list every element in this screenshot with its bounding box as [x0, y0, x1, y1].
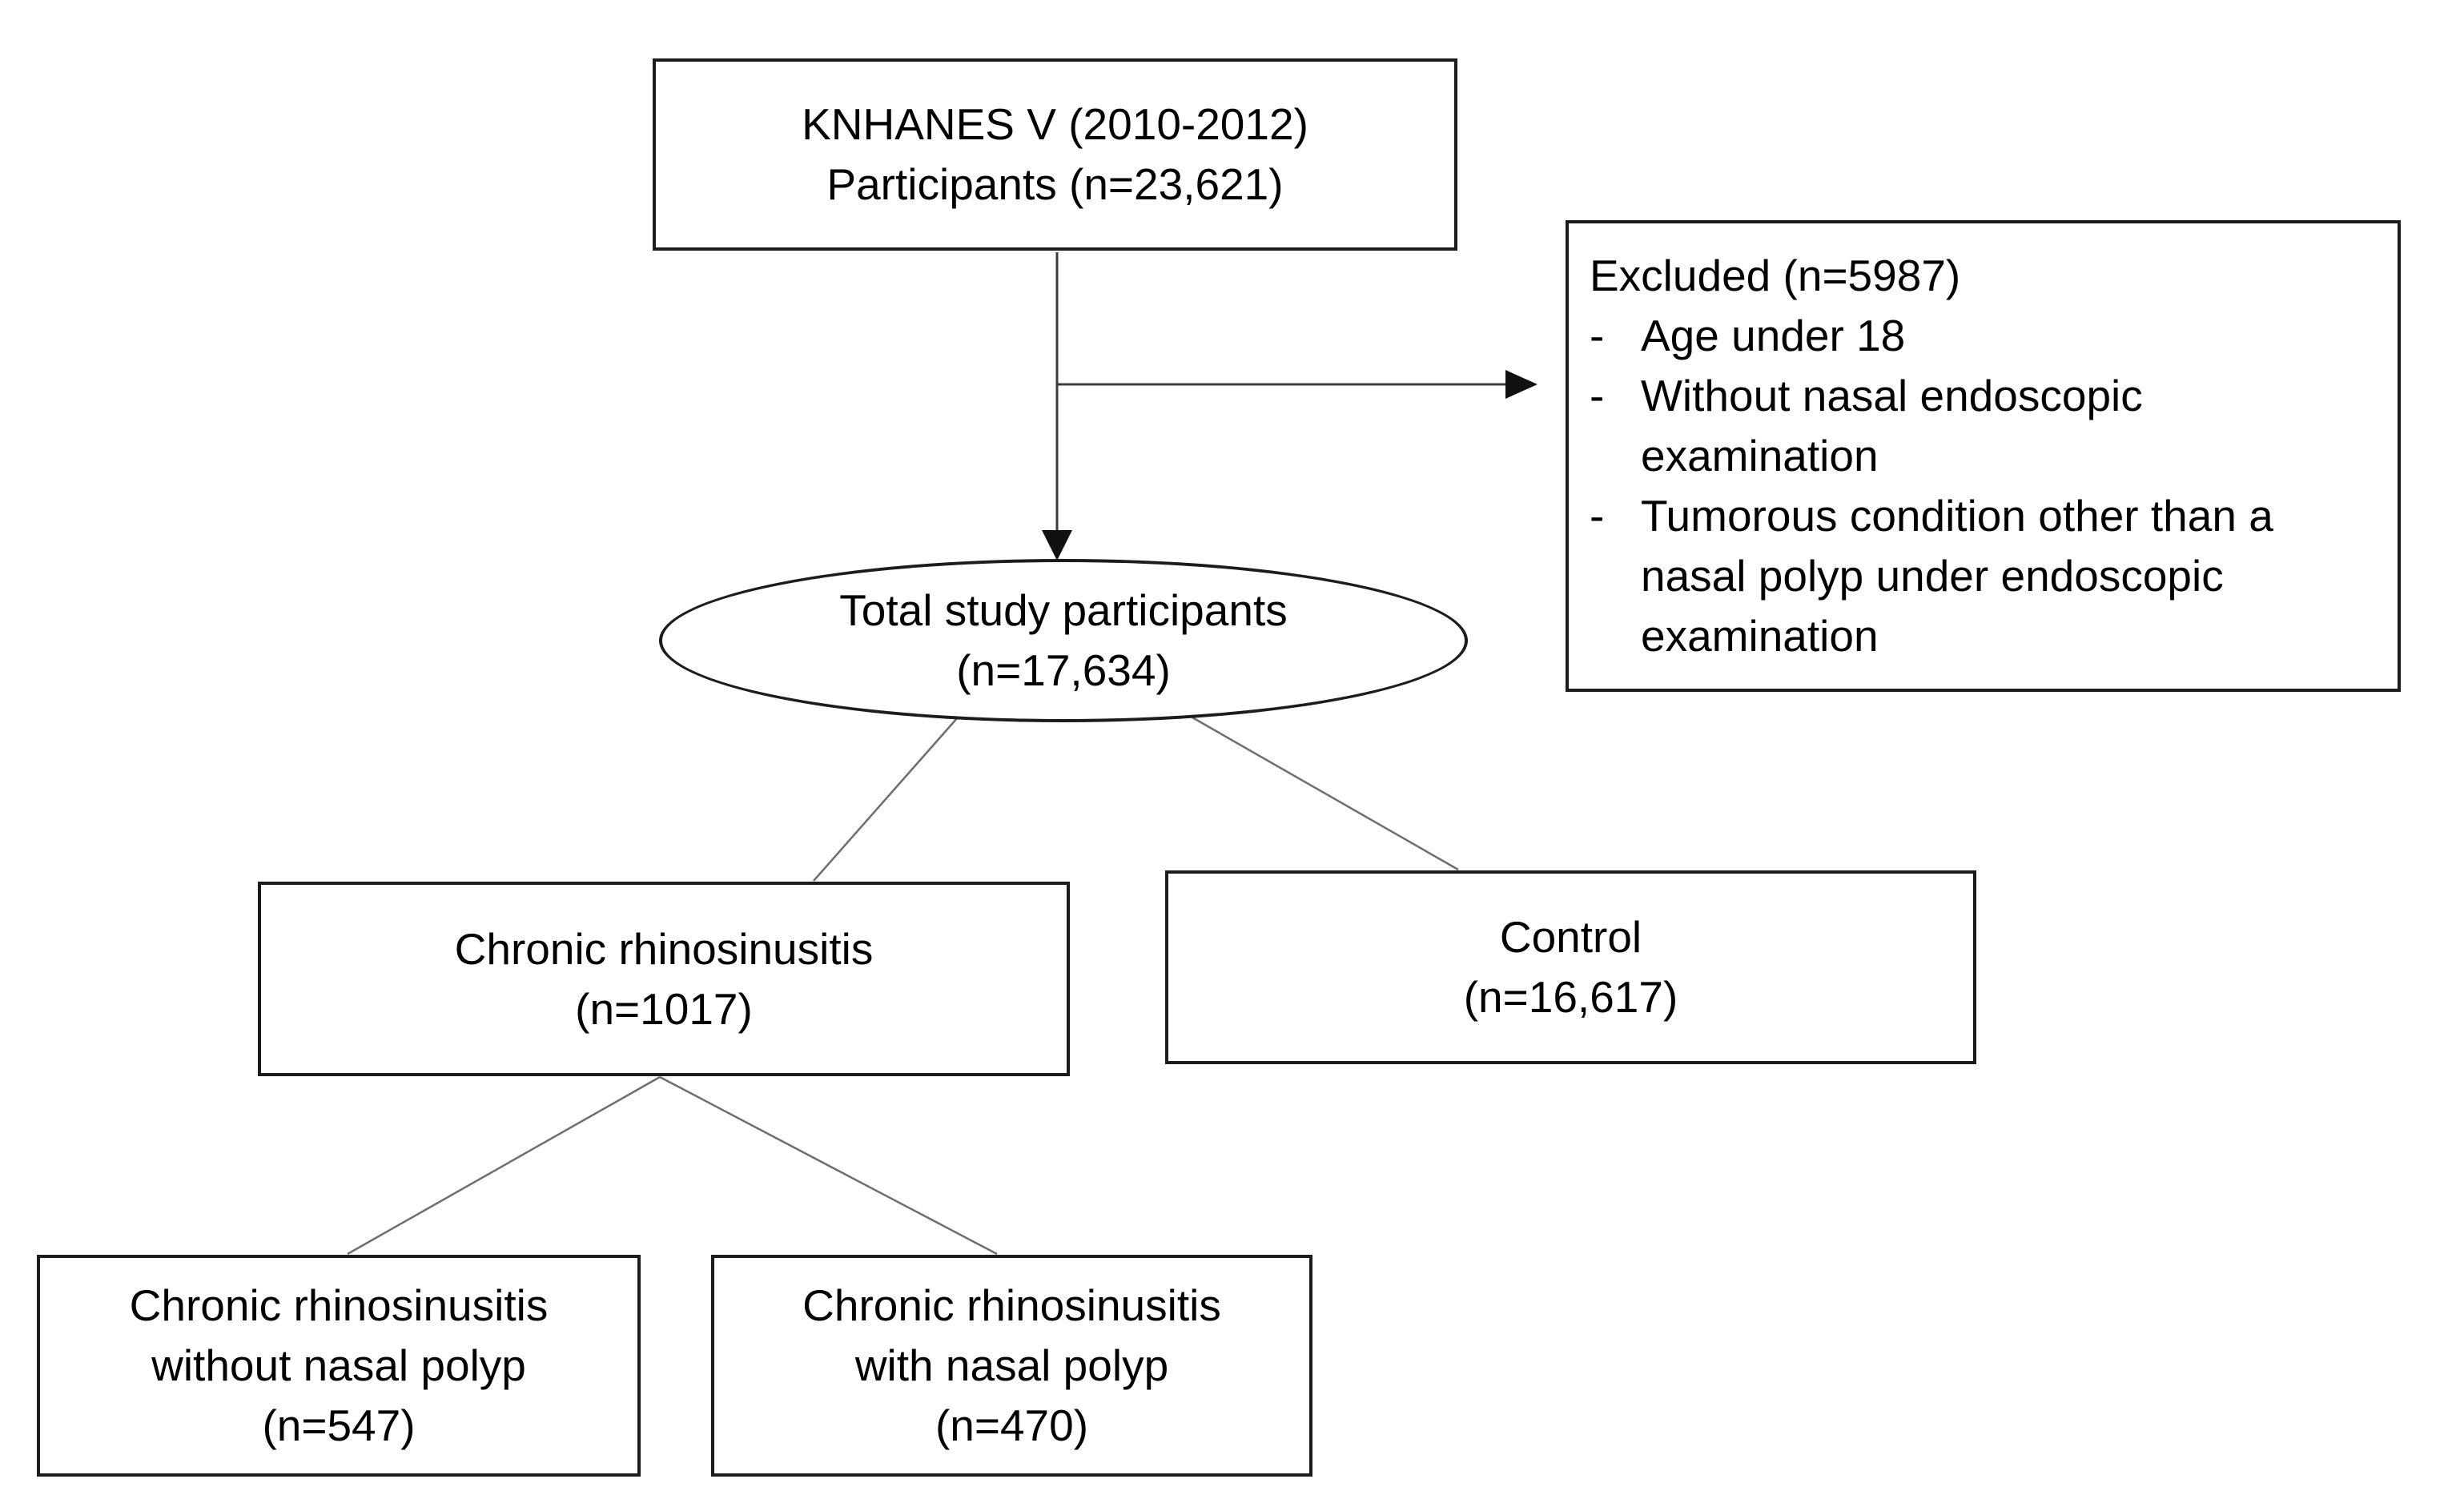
node-total-line1: Total study participants — [839, 585, 1288, 635]
excluded-item-bullet: - — [1590, 491, 1605, 541]
node-crs-without-line1: Chronic rhinosinusitis — [129, 1280, 549, 1330]
node-crs-line1: Chronic rhinosinusitis — [454, 923, 874, 974]
node-crs-with-line2: with nasal polyp — [854, 1340, 1169, 1390]
node-chronic-rhinosinusitis: Chronic rhinosinusitis (n=1017) — [258, 882, 1070, 1076]
edge-total-to-control — [1192, 716, 1459, 871]
excluded-item-bullet: - — [1590, 371, 1605, 420]
excluded-item-text: Tumorous condition other than a nasal po… — [1641, 491, 2273, 661]
excluded-title: Excluded (n=5987) — [1590, 251, 1961, 300]
node-total-line2: (n=17,634) — [956, 645, 1171, 695]
edge-crs-to-without-polyp — [347, 1075, 661, 1256]
node-crs-without-line2: without nasal polyp — [151, 1340, 526, 1390]
node-knhanes-participants: KNHANES V (2010-2012) Participants (n=23… — [653, 58, 1457, 251]
arrow-to-excluded-head — [1505, 370, 1537, 399]
excluded-item-bullet: - — [1590, 311, 1605, 360]
edge-total-to-crs — [813, 717, 959, 882]
node-excluded: Excluded (n=5987) - Age under 18 - Witho… — [1566, 220, 2401, 692]
node-control-line2: (n=16,617) — [1463, 972, 1678, 1022]
node-total-participants: Total study participants (n=17,634) — [659, 559, 1468, 722]
node-crs-without-line3: (n=547) — [262, 1401, 416, 1450]
node-control: Control (n=16,617) — [1165, 870, 1976, 1064]
excluded-item-text: Without nasal endoscopic examination — [1641, 371, 2143, 480]
node-crs-with-line1: Chronic rhinosinusitis — [802, 1280, 1221, 1330]
node-knhanes-line2: Participants (n=23,621) — [826, 159, 1284, 209]
excluded-item: - Without nasal endoscopic examination — [1590, 366, 2377, 486]
edge-crs-to-with-polyp — [659, 1075, 998, 1256]
node-crs-line2: (n=1017) — [575, 983, 753, 1034]
node-control-line1: Control — [1499, 912, 1642, 962]
node-crs-without-polyp: Chronic rhinosinusitis without nasal pol… — [37, 1255, 641, 1477]
excluded-item-text: Age under 18 — [1641, 311, 1906, 360]
arrow-source-to-total-head — [1042, 530, 1072, 561]
node-crs-with-polyp: Chronic rhinosinusitis with nasal polyp … — [711, 1255, 1312, 1477]
excluded-item: - Tumorous condition other than a nasal … — [1590, 486, 2377, 666]
excluded-item: - Age under 18 — [1590, 306, 2377, 366]
node-crs-with-line3: (n=470) — [935, 1401, 1089, 1450]
node-knhanes-line1: KNHANES V (2010-2012) — [802, 99, 1308, 149]
